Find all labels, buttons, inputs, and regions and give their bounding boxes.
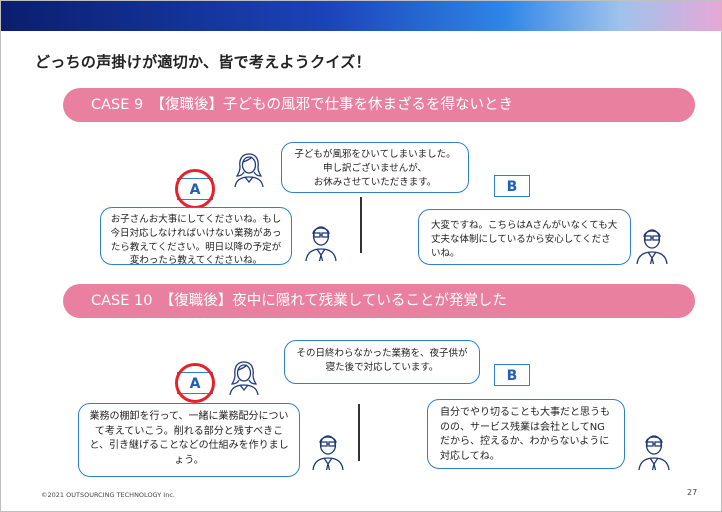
case-10-correct-answer-ring [175,363,215,403]
header-gradient-bar [1,1,721,31]
case-9-divider [360,197,362,253]
case-10-response-a: 業務の棚卸を行って、一緒に業務配分について考えていこう。削れる部分と残すべきこと… [78,403,300,477]
female-employee-icon [234,153,264,188]
case-10-option-b[interactable]: B [494,364,530,386]
copyright-footer: ©2021 OUTSOURCING TECHNOLOGY Inc. [41,491,175,499]
page-title: どっちの声掛けが適切か、皆で考えようクイズ！ [35,53,371,71]
case-10-employee-bubble: その日終わらなかった業務を、夜子供が寝た後で対応しています。 [284,340,480,384]
case-9-employee-bubble: 子どもが風邪をひいてしまいました。申し訳ございませんが、 お休みさせていただきま… [281,142,469,193]
male-manager-icon [636,229,668,265]
case-9-correct-answer-ring [175,169,215,209]
case-10-header: CASE 10 【復職後】夜中に隠れて残業していることが発覚した [63,284,695,318]
case-9-response-a: お子さんお大事にしてくださいね。もし今日対応しなければいけない業務があったら教え… [100,207,292,266]
male-manager-icon [638,435,670,471]
case-10-divider [358,404,360,461]
page-number: 27 [687,488,698,497]
case-9-option-b[interactable]: B [494,175,530,197]
case-9-response-b: 大変ですね。こちらはAさんがいなくても大丈夫な体制にしているから安心してください… [418,209,631,265]
female-employee-icon [229,361,259,396]
male-manager-icon [312,435,344,471]
case-10-response-b: 自分でやり切ることも大事だと思うものの、サービス残業は会社としてNGだから、控え… [427,399,625,469]
case-9-header: CASE 9 【復職後】子どもの風邪で仕事を休まざるを得ないとき [63,88,695,122]
male-manager-icon [305,226,337,262]
